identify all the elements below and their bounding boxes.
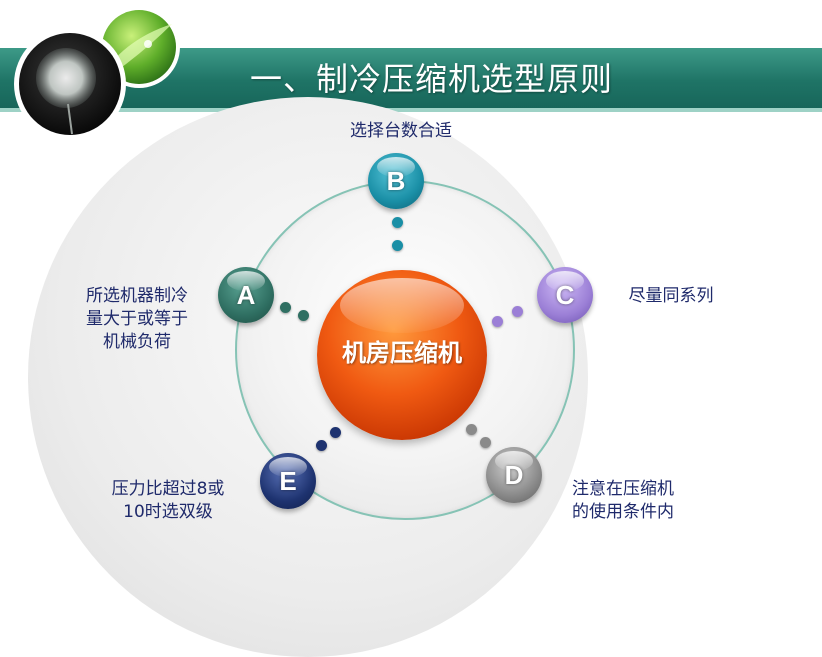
center-sphere-gloss bbox=[340, 278, 464, 333]
node-e: E bbox=[260, 453, 316, 509]
dandelion-photo-icon bbox=[14, 28, 126, 140]
connector-dot bbox=[392, 240, 403, 251]
node-c-letter: C bbox=[555, 280, 575, 310]
label-d-line: 注意在压缩机 bbox=[572, 479, 674, 499]
label-d-line: 的使用条件内 bbox=[572, 502, 674, 522]
connector-dot bbox=[392, 217, 403, 228]
connector-dot bbox=[280, 302, 291, 313]
label-c: 尽量同系列 bbox=[606, 285, 736, 308]
slide-title: 一、制冷压缩机选型原则 bbox=[250, 60, 614, 98]
label-a-line: 所选机器制冷 bbox=[86, 286, 188, 306]
label-a: 所选机器制冷 量大于或等于 机械负荷 bbox=[62, 285, 212, 354]
node-a-letter: A bbox=[236, 280, 256, 310]
node-b-letter: B bbox=[386, 166, 406, 196]
node-e-letter: E bbox=[279, 466, 297, 496]
connector-dot bbox=[466, 424, 477, 435]
label-e-line: 10时选双级 bbox=[123, 502, 213, 522]
connector-dot bbox=[480, 437, 491, 448]
node-c: C bbox=[537, 267, 593, 323]
connector-dot bbox=[330, 427, 341, 438]
label-c-line: 尽量同系列 bbox=[628, 286, 714, 306]
label-b: 选择台数合适 bbox=[326, 120, 476, 143]
node-d: D bbox=[486, 447, 542, 503]
connector-dot bbox=[316, 440, 327, 451]
label-e-line: 压力比超过8或 bbox=[111, 479, 225, 499]
slide: 一、制冷压缩机选型原则 bbox=[0, 10, 822, 657]
node-d-letter: D bbox=[504, 460, 524, 490]
node-b: B bbox=[368, 153, 424, 209]
label-d: 注意在压缩机 的使用条件内 bbox=[548, 478, 698, 524]
label-b-line: 选择台数合适 bbox=[350, 121, 452, 141]
label-a-line: 量大于或等于 bbox=[86, 309, 188, 329]
center-label: 机房压缩机 bbox=[342, 339, 462, 367]
connector-dot bbox=[298, 310, 309, 321]
connector-dot bbox=[492, 316, 503, 327]
node-a: A bbox=[218, 267, 274, 323]
label-e: 压力比超过8或 10时选双级 bbox=[88, 478, 248, 524]
label-a-line: 机械负荷 bbox=[103, 332, 171, 352]
connector-dot bbox=[512, 306, 523, 317]
